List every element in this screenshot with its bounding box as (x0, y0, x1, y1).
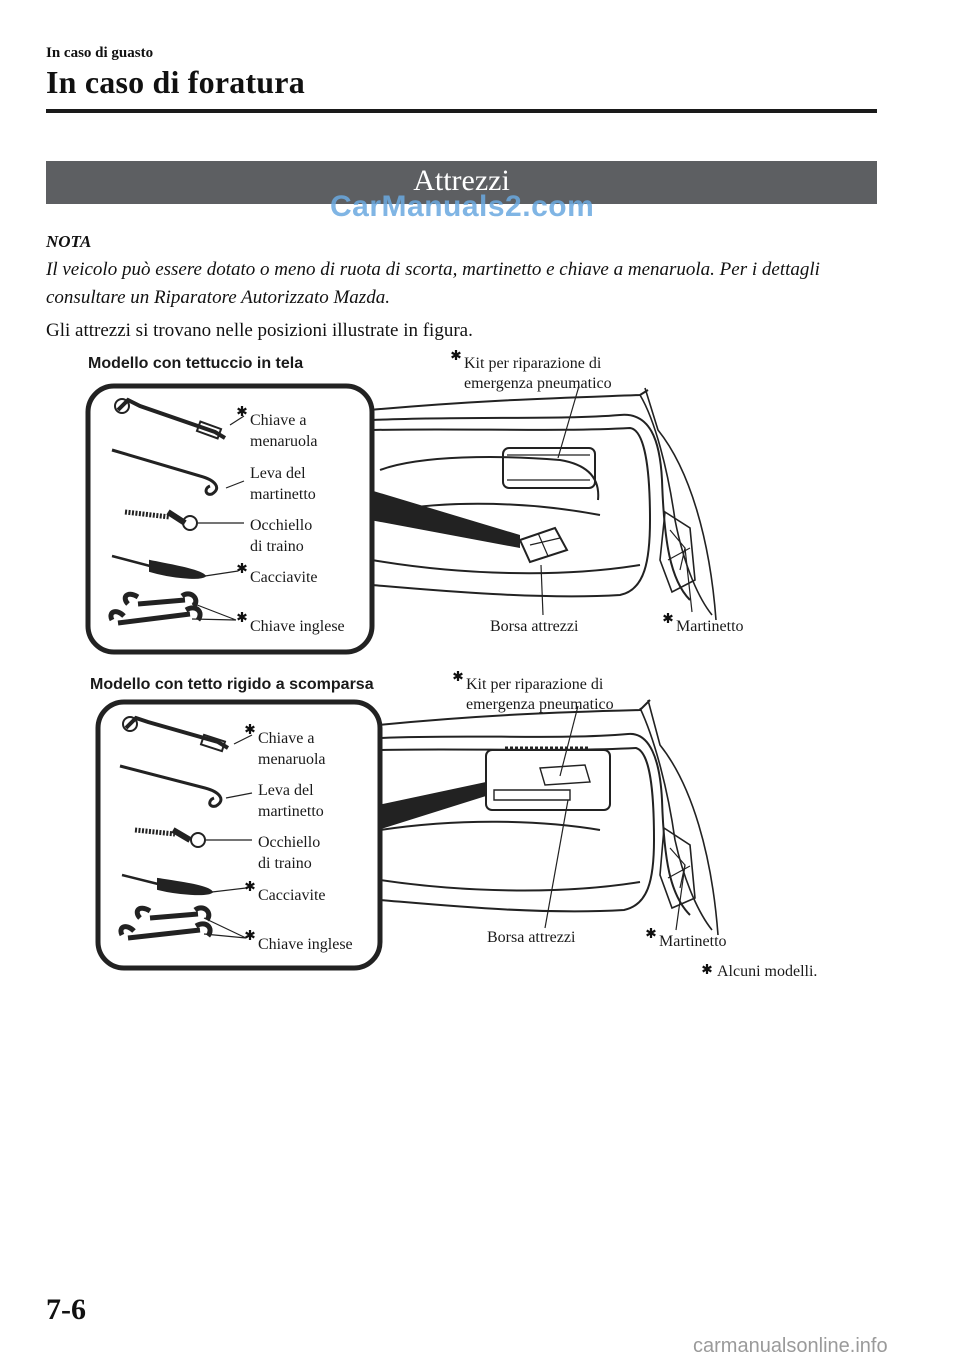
tools-box-1 (85, 383, 375, 655)
tools-figure: Modello con tettuccio in tela (85, 348, 817, 980)
page-number: 7-6 (46, 1293, 86, 1326)
label-chiave-inglese-1: Chiave inglese (250, 618, 345, 635)
figure-hard-top: Modello con tetto rigido a scomparsa (90, 669, 817, 980)
label-chiave-inglese-2: Chiave inglese (258, 936, 353, 953)
figure-soft-top: Modello con tettuccio in tela (85, 348, 744, 655)
callout-wedge-2 (378, 782, 486, 830)
intro-text: Gli attrezzi si trovano nelle posizioni … (46, 320, 473, 341)
watermark-carmanualsonline: carmanualsonline.info (693, 1335, 888, 1357)
label-chiave-2a: Chiave a (258, 730, 314, 747)
tools-box-2 (95, 699, 383, 971)
watermark-carmanuals: CarManuals2.com (330, 190, 595, 223)
note-text: Il veicolo può essere dotato o meno di r… (46, 259, 820, 308)
figure2-heading: Modello con tetto rigido a scomparsa (90, 676, 374, 693)
note-heading: NOTA (46, 232, 92, 251)
label-occhiello-2b: di traino (258, 855, 312, 872)
chapter-heading: In caso di guasto (46, 45, 154, 61)
callout-wedge-1 (370, 490, 520, 548)
trunk-drawing-1 (369, 387, 717, 621)
label-borsa-2: Borsa attrezzi (487, 929, 576, 946)
footnote: Alcuni modelli. (717, 963, 817, 980)
leader-lines-2 (203, 705, 686, 939)
label-chiave-1b: menaruola (250, 433, 318, 450)
label-kit-2b: emergenza pneumatico (466, 696, 614, 713)
trunk-drawing-2 (377, 699, 719, 936)
title-divider (46, 109, 877, 113)
label-kit-2a: Kit per riparazione di (466, 676, 604, 693)
leader-lines-1 (191, 385, 693, 621)
label-borsa-1: Borsa attrezzi (490, 618, 579, 635)
label-occhiello-2a: Occhiello (258, 834, 320, 851)
label-cacciavite-2: Cacciavite (258, 887, 326, 904)
label-occhiello-1a: Occhiello (250, 517, 312, 534)
tools-2 (118, 715, 230, 941)
label-leva-1b: martinetto (250, 486, 316, 503)
label-cacciavite-1: Cacciavite (250, 569, 318, 586)
section-bar (46, 161, 877, 204)
label-chiave-1a: Chiave a (250, 412, 306, 429)
label-occhiello-1b: di traino (250, 538, 304, 555)
label-leva-2b: martinetto (258, 803, 324, 820)
label-kit-1a: Kit per riparazione di (464, 355, 602, 372)
figure1-heading: Modello con tettuccio in tela (88, 355, 303, 372)
page-title: In caso di foratura (46, 64, 305, 100)
label-chiave-2b: menaruola (258, 751, 326, 768)
label-martinetto-1: Martinetto (676, 618, 744, 635)
label-martinetto-2: Martinetto (659, 933, 727, 950)
label-leva-1a: Leva del (250, 465, 306, 482)
section-title: Attrezzi (413, 164, 510, 197)
label-kit-1b: emergenza pneumatico (464, 375, 612, 392)
tools-1 (108, 397, 227, 626)
label-leva-2a: Leva del (258, 782, 314, 799)
